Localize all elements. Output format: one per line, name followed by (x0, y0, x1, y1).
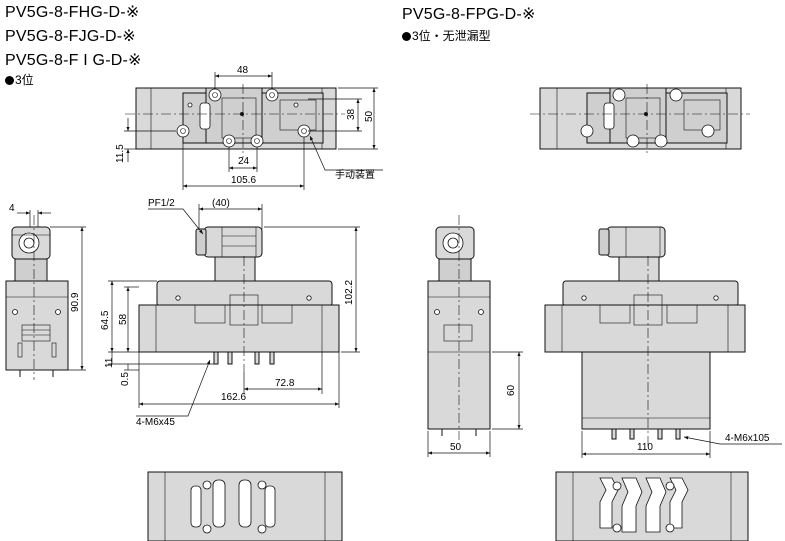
right-title: PV5G-8-FPG-D-※ (402, 6, 536, 23)
bullet-icon (5, 76, 14, 85)
dim-4: 4 (9, 203, 15, 214)
dim-105-6: 105.6 (231, 175, 256, 186)
left-title-3: PV5G-8-F I G-D-※ (5, 52, 142, 69)
left-title-2: PV5G-8-FJG-D-※ (5, 28, 136, 45)
dim-38: 38 (346, 108, 357, 120)
dim-58: 58 (118, 313, 129, 325)
right-top-view (530, 84, 750, 156)
left-top-dims: 48 38 50 11.5 24 105.6 手动装置 (115, 65, 383, 190)
left-side-view: 4 90.9 (5, 203, 86, 380)
bullet-icon (402, 32, 411, 41)
label-m6x105: 4-M6x105 (725, 433, 770, 444)
left-front-dims: PF1/2 (40) 102.2 64.5 58 11 0.5 72.8 162… (100, 198, 360, 428)
dim-50-right: 50 (450, 442, 462, 453)
dim-50: 50 (364, 110, 375, 122)
dim-11-5: 11.5 (115, 144, 126, 163)
label-m6x45: 4-M6x45 (136, 417, 175, 428)
dim-90-9: 90.9 (70, 292, 81, 312)
dim-0-5: 0.5 (120, 372, 131, 386)
left-note: 3位 (5, 73, 34, 87)
left-title-1: PV5G-8-FHG-D-※ (5, 4, 140, 21)
dim-40: (40) (212, 198, 230, 209)
label-manual-device: 手动装置 (335, 168, 375, 181)
left-top-view (125, 84, 345, 158)
left-front-view (138, 226, 340, 372)
left-bottom-view (147, 471, 343, 541)
right-side-view: 60 50 (427, 215, 523, 457)
dim-72-8: 72.8 (275, 378, 295, 389)
right-bottom-view (555, 471, 749, 541)
dim-24: 24 (238, 156, 250, 167)
dim-64-5: 64.5 (100, 310, 111, 330)
dim-48: 48 (237, 65, 249, 76)
dim-60: 60 (506, 384, 517, 396)
dim-110: 110 (637, 442, 653, 453)
label-pf1-2: PF1/2 (148, 198, 175, 209)
right-note: 3位・无泄漏型 (402, 29, 491, 43)
dim-162-6: 162.6 (221, 392, 246, 403)
right-front-view: 110 4-M6x105 (544, 226, 782, 458)
dim-11: 11 (104, 357, 115, 368)
dim-102-2: 102.2 (344, 280, 355, 305)
